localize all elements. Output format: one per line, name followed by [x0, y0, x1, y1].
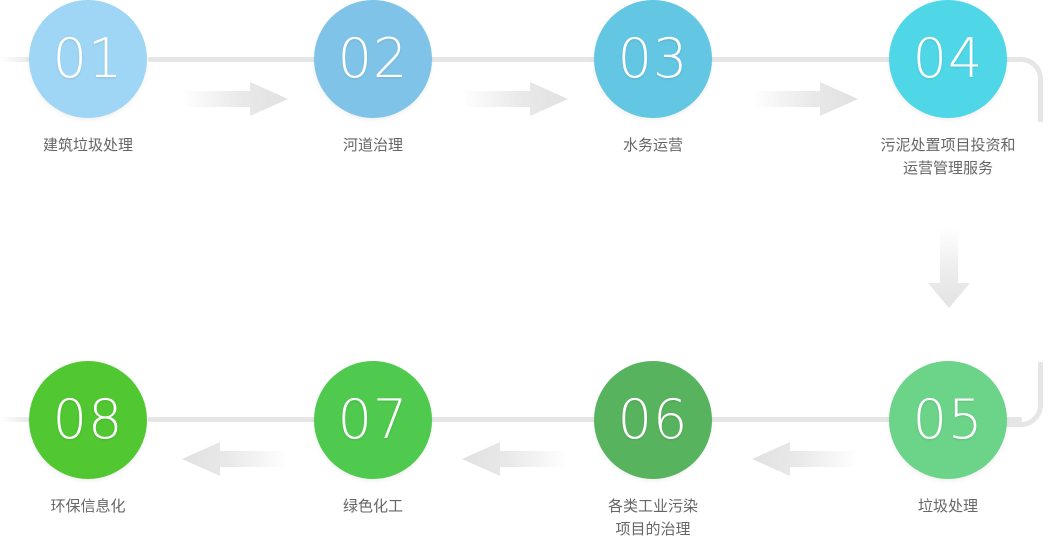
connector-line-06-05 [708, 417, 916, 422]
step-bubble-08[interactable]: 08 [29, 361, 147, 479]
step-node-07[interactable]: 07 绿色化工 [273, 361, 473, 518]
step-number-04: 04 [912, 27, 984, 90]
connector-line-elbow-05 [1000, 417, 1022, 422]
arrow-03-to-04 [752, 82, 858, 116]
arrow-01-to-02 [182, 82, 288, 116]
step-number-03: 03 [617, 27, 689, 90]
step-number-08: 08 [52, 388, 124, 451]
step-label-06: 各类工业污染 项目的治理 [607, 497, 698, 538]
connector-line-07-06 [428, 417, 601, 422]
step-number-06: 06 [617, 388, 689, 451]
step-node-08[interactable]: 08 环保信息化 [0, 361, 188, 518]
arrow-04-to-05 [928, 228, 970, 308]
connector-line-01-02 [148, 57, 322, 62]
step-node-06[interactable]: 06 各类工业污染 项目的治理 [553, 361, 753, 540]
step-number-07: 07 [337, 388, 409, 451]
step-label-01: 建筑垃圾处理 [42, 136, 133, 154]
step-bubble-03[interactable]: 03 [594, 0, 712, 118]
step-node-01[interactable]: 01 建筑垃圾处理 [0, 0, 188, 157]
arrow-06-to-07 [462, 442, 568, 476]
step-bubble-06[interactable]: 06 [594, 361, 712, 479]
arrow-07-to-08 [182, 442, 288, 476]
step-node-04[interactable]: 04 污泥处置项目投资和 运营管理服务 [848, 0, 1048, 179]
step-bubble-02[interactable]: 02 [314, 0, 432, 118]
step-label-04: 污泥处置项目投资和 运营管理服务 [880, 136, 1016, 177]
step-label-08: 环保信息化 [50, 497, 126, 515]
step-bubble-01[interactable]: 01 [29, 0, 147, 118]
step-label-02: 河道治理 [342, 136, 403, 154]
step-number-01: 01 [52, 27, 124, 90]
step-node-03[interactable]: 03 水务运营 [553, 0, 753, 157]
step-bubble-07[interactable]: 07 [314, 361, 432, 479]
step-label-07: 绿色化工 [342, 497, 403, 515]
connector-line-04-elbow [1000, 57, 1022, 62]
step-label-05: 垃圾处理 [917, 497, 978, 515]
connector-line-03-04 [708, 57, 916, 62]
arrow-05-to-06 [752, 442, 858, 476]
step-label-03: 水务运营 [622, 136, 683, 154]
step-bubble-04[interactable]: 04 [889, 0, 1007, 118]
step-number-02: 02 [337, 27, 409, 90]
connector-line-02-03 [428, 57, 601, 62]
step-node-05[interactable]: 05 垃圾处理 [848, 361, 1048, 518]
step-node-02[interactable]: 02 河道治理 [273, 0, 473, 157]
connector-line-08-07 [148, 417, 322, 422]
connector-elbow-bottom-right [1000, 362, 1043, 427]
arrow-02-to-03 [462, 82, 568, 116]
step-number-05: 05 [912, 388, 984, 451]
step-bubble-05[interactable]: 05 [889, 361, 1007, 479]
